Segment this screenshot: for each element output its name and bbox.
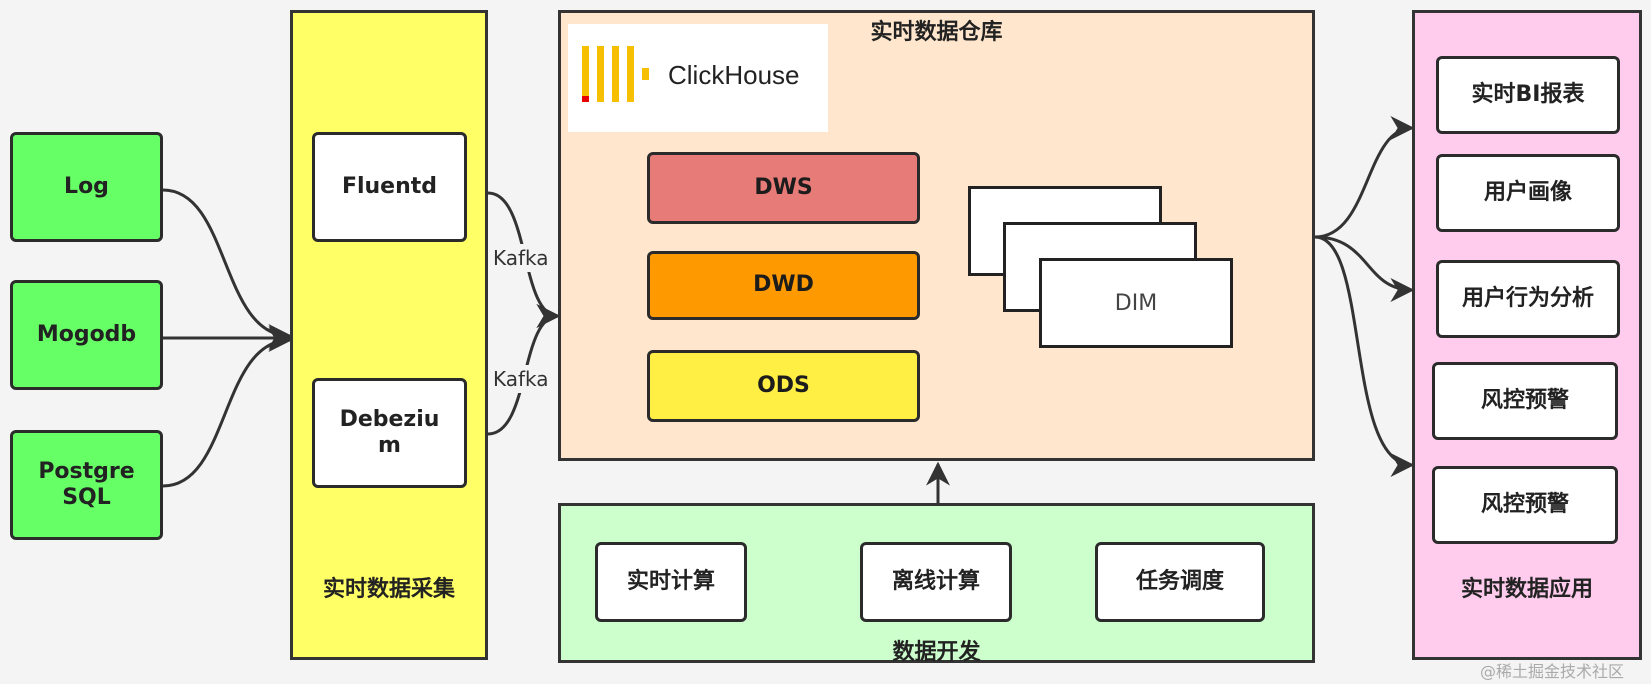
- source-label: Log: [64, 173, 109, 199]
- dev-item-task-scheduling: 任务调度: [1095, 542, 1265, 622]
- dev-item-realtime-compute: 实时计算: [595, 542, 747, 622]
- app-item-risk-alert-1: 风控预警: [1432, 362, 1618, 440]
- warehouse-title: 实时数据仓库: [870, 20, 1003, 45]
- source-node-log: Log: [10, 132, 163, 242]
- dev-item-offline-compute: 离线计算: [860, 542, 1012, 622]
- app-item-label: 实时BI报表: [1471, 81, 1585, 107]
- collection-panel: [290, 10, 488, 660]
- layer-label: DWD: [753, 272, 814, 298]
- tool-node-fluentd: Fluentd: [312, 132, 467, 242]
- watermark: @稀土掘金技术社区: [1480, 662, 1625, 681]
- app-item-risk-alert-2: 风控预警: [1432, 466, 1618, 544]
- dev-item-label: 实时计算: [626, 568, 715, 594]
- app-item-label: 用户行为分析: [1461, 285, 1594, 311]
- clickhouse-logo-text: ClickHouse: [668, 60, 800, 90]
- clickhouse-bars-icon: [582, 46, 649, 102]
- edge-warehouse-app-3: [1314, 235, 1415, 302]
- edge-warehouse-app-1: [1314, 116, 1415, 239]
- dim-card-front: DIM: [1039, 258, 1233, 348]
- layer-ods: ODS: [647, 350, 920, 422]
- app-item-bi-report: 实时BI报表: [1436, 56, 1620, 134]
- layer-label: DWS: [754, 174, 813, 200]
- collection-title: 实时数据采集: [322, 577, 455, 602]
- edge-warehouse-app-5: [1314, 235, 1415, 477]
- layer-dws: DWS: [647, 152, 920, 224]
- source-node-postgresql: PostgreSQL: [10, 430, 163, 540]
- app-item-label: 风控预警: [1480, 387, 1569, 413]
- app-item-user-profile: 用户画像: [1436, 154, 1620, 232]
- tool-label: Fluentd: [341, 173, 438, 199]
- dim-label: DIM: [1114, 290, 1158, 316]
- source-label: PostgreSQL: [38, 458, 135, 510]
- source-node-mogodb: Mogodb: [10, 280, 163, 390]
- kafka-label-upper: Kafka: [492, 244, 550, 272]
- development-title: 数据开发: [892, 640, 981, 665]
- layer-label: ODS: [757, 372, 810, 398]
- edge-log-collection: [162, 188, 293, 348]
- app-item-label: 风控预警: [1480, 491, 1569, 517]
- edge-postgresql-collection: [162, 328, 293, 488]
- dev-item-label: 任务调度: [1135, 568, 1224, 594]
- clickhouse-logo: ClickHouse: [568, 24, 828, 132]
- app-item-behavior-analysis: 用户行为分析: [1436, 260, 1620, 338]
- app-item-label: 用户画像: [1483, 179, 1572, 205]
- dev-item-label: 离线计算: [891, 568, 980, 594]
- tool-label: Debezium: [339, 406, 440, 458]
- tool-node-debezium: Debezium: [312, 378, 467, 488]
- kafka-label-lower: Kafka: [492, 365, 550, 393]
- layer-dwd: DWD: [647, 251, 920, 320]
- source-label: Mogodb: [36, 321, 137, 347]
- applications-title: 实时数据应用: [1460, 577, 1593, 602]
